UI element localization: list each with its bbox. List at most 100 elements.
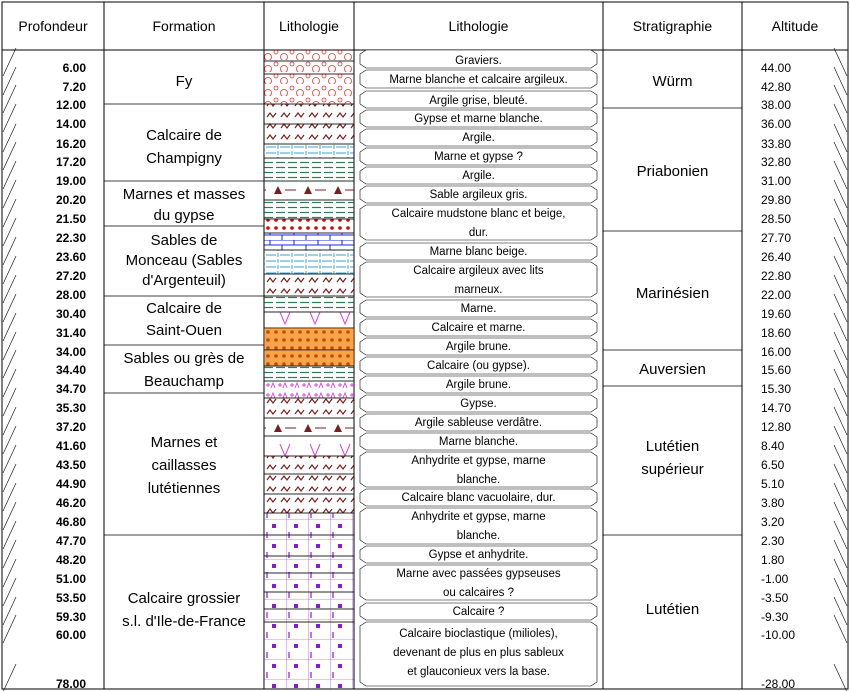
altitude-tick	[833, 179, 848, 209]
altitude-tick	[833, 368, 848, 398]
lithology-layer	[263, 49, 355, 62]
depth-value: 46.20	[56, 496, 86, 510]
description-text: Graviers.	[455, 55, 502, 67]
depth-tick	[2, 425, 17, 455]
description-box	[359, 299, 598, 318]
depth-value: 34.00	[56, 345, 86, 359]
depth-tick	[2, 444, 17, 474]
description-text: blanche.	[457, 530, 500, 542]
altitude-tick	[833, 406, 848, 436]
lithology-layer	[263, 157, 355, 182]
description-text: et glauconieux vers la base.	[407, 666, 550, 678]
altitude-value: 31.00	[761, 174, 791, 188]
depth-value: 22.30	[56, 231, 86, 245]
description-text: Calcaire bioclastique (milioles),	[399, 628, 558, 640]
description-box	[359, 69, 598, 89]
altitude-tick	[833, 444, 848, 474]
altitude-tick	[833, 141, 848, 171]
depth-tick	[2, 331, 17, 361]
depth-value: 78.00	[56, 677, 86, 691]
altitude-value: -10.00	[761, 628, 795, 642]
depth-value: 7.20	[63, 80, 87, 94]
depth-tick	[2, 293, 17, 323]
depth-value: 48.20	[56, 553, 86, 567]
lithology-layer	[263, 143, 355, 159]
description-text: Anhydrite et gypse, marne	[411, 455, 545, 467]
altitude-value: 8.40	[761, 439, 785, 453]
altitude-tick	[833, 84, 848, 114]
stratigraphy-label: Auversien	[639, 361, 706, 378]
lithology-layer	[263, 349, 355, 367]
formation-label: Calcaire de	[146, 300, 222, 317]
altitude-value: 36.00	[761, 117, 791, 131]
description-box	[359, 318, 598, 337]
description-text: Argile.	[462, 132, 495, 144]
lithology-layer	[263, 311, 355, 329]
description-text: ou calcaires ?	[443, 587, 514, 599]
depth-tick	[2, 141, 17, 171]
lithology-layer	[263, 327, 355, 351]
description-box	[359, 507, 598, 545]
formation-label: Saint-Ouen	[146, 322, 222, 339]
altitude-value: 1.80	[761, 553, 785, 567]
altitude-tick	[833, 463, 848, 493]
depth-value: 31.40	[56, 326, 86, 340]
description-text: Calcaire (ou gypse).	[427, 360, 530, 372]
description-box	[359, 621, 598, 687]
description-text: Calcaire ?	[453, 606, 505, 618]
depth-value: 6.00	[63, 61, 87, 75]
altitude-tick	[833, 236, 848, 266]
description-text: Calcaire et marne.	[432, 322, 526, 334]
lithology-layer	[263, 73, 355, 105]
altitude-value: 6.50	[761, 458, 785, 472]
formation-label: Champigny	[146, 150, 222, 167]
depth-tick	[2, 84, 17, 114]
description-box	[359, 185, 598, 204]
depth-value: 12.00	[56, 98, 86, 112]
depth-value: 21.50	[56, 212, 86, 226]
description-box	[359, 337, 598, 356]
description-text: dur.	[469, 227, 488, 239]
altitude-tick	[833, 539, 848, 569]
lithology-layer	[263, 621, 355, 690]
depth-tick	[2, 312, 17, 342]
altitude-value: 38.00	[761, 98, 791, 112]
depth-tick	[2, 123, 17, 153]
description-box	[359, 128, 598, 147]
description-text: Argile grise, bleuté.	[429, 95, 527, 107]
altitude-value: 42.80	[761, 80, 791, 94]
formation-label: Sables de	[151, 232, 218, 249]
description-box	[359, 261, 598, 298]
altitude-tick	[833, 349, 848, 379]
altitude-value: -28.00	[761, 677, 795, 691]
header-lithology-pattern: Lithologie	[279, 18, 339, 34]
lithology-layer	[263, 555, 355, 574]
depth-value: 53.50	[56, 591, 86, 605]
altitude-value: 15.60	[761, 363, 791, 377]
altitude-tick	[833, 596, 848, 626]
altitude-tick	[833, 123, 848, 153]
depth-value: 17.20	[56, 155, 86, 169]
lithology-layer	[263, 591, 355, 610]
depth-value: 35.30	[56, 401, 86, 415]
altitude-value: 22.00	[761, 288, 791, 302]
altitude-tick	[833, 103, 848, 133]
lithology-layer	[263, 455, 355, 475]
lithology-layer	[263, 417, 355, 437]
description-text: Argile sableuse verdâtre.	[415, 417, 542, 429]
stratigraphy-label: Priabonien	[637, 163, 709, 180]
description-box	[359, 432, 598, 451]
altitude-value: 19.60	[761, 307, 791, 321]
depth-tick	[2, 198, 17, 228]
depth-tick	[2, 539, 17, 569]
lithology-layer	[263, 572, 355, 593]
formation-label: d'Argenteuil)	[142, 272, 226, 289]
lithology-layer	[263, 103, 355, 125]
depth-value: 59.30	[56, 610, 86, 624]
depth-value: 34.70	[56, 382, 86, 396]
depth-tick	[2, 406, 17, 436]
description-box	[359, 90, 598, 109]
depth-tick	[2, 179, 17, 209]
description-text: Argile.	[462, 170, 495, 182]
